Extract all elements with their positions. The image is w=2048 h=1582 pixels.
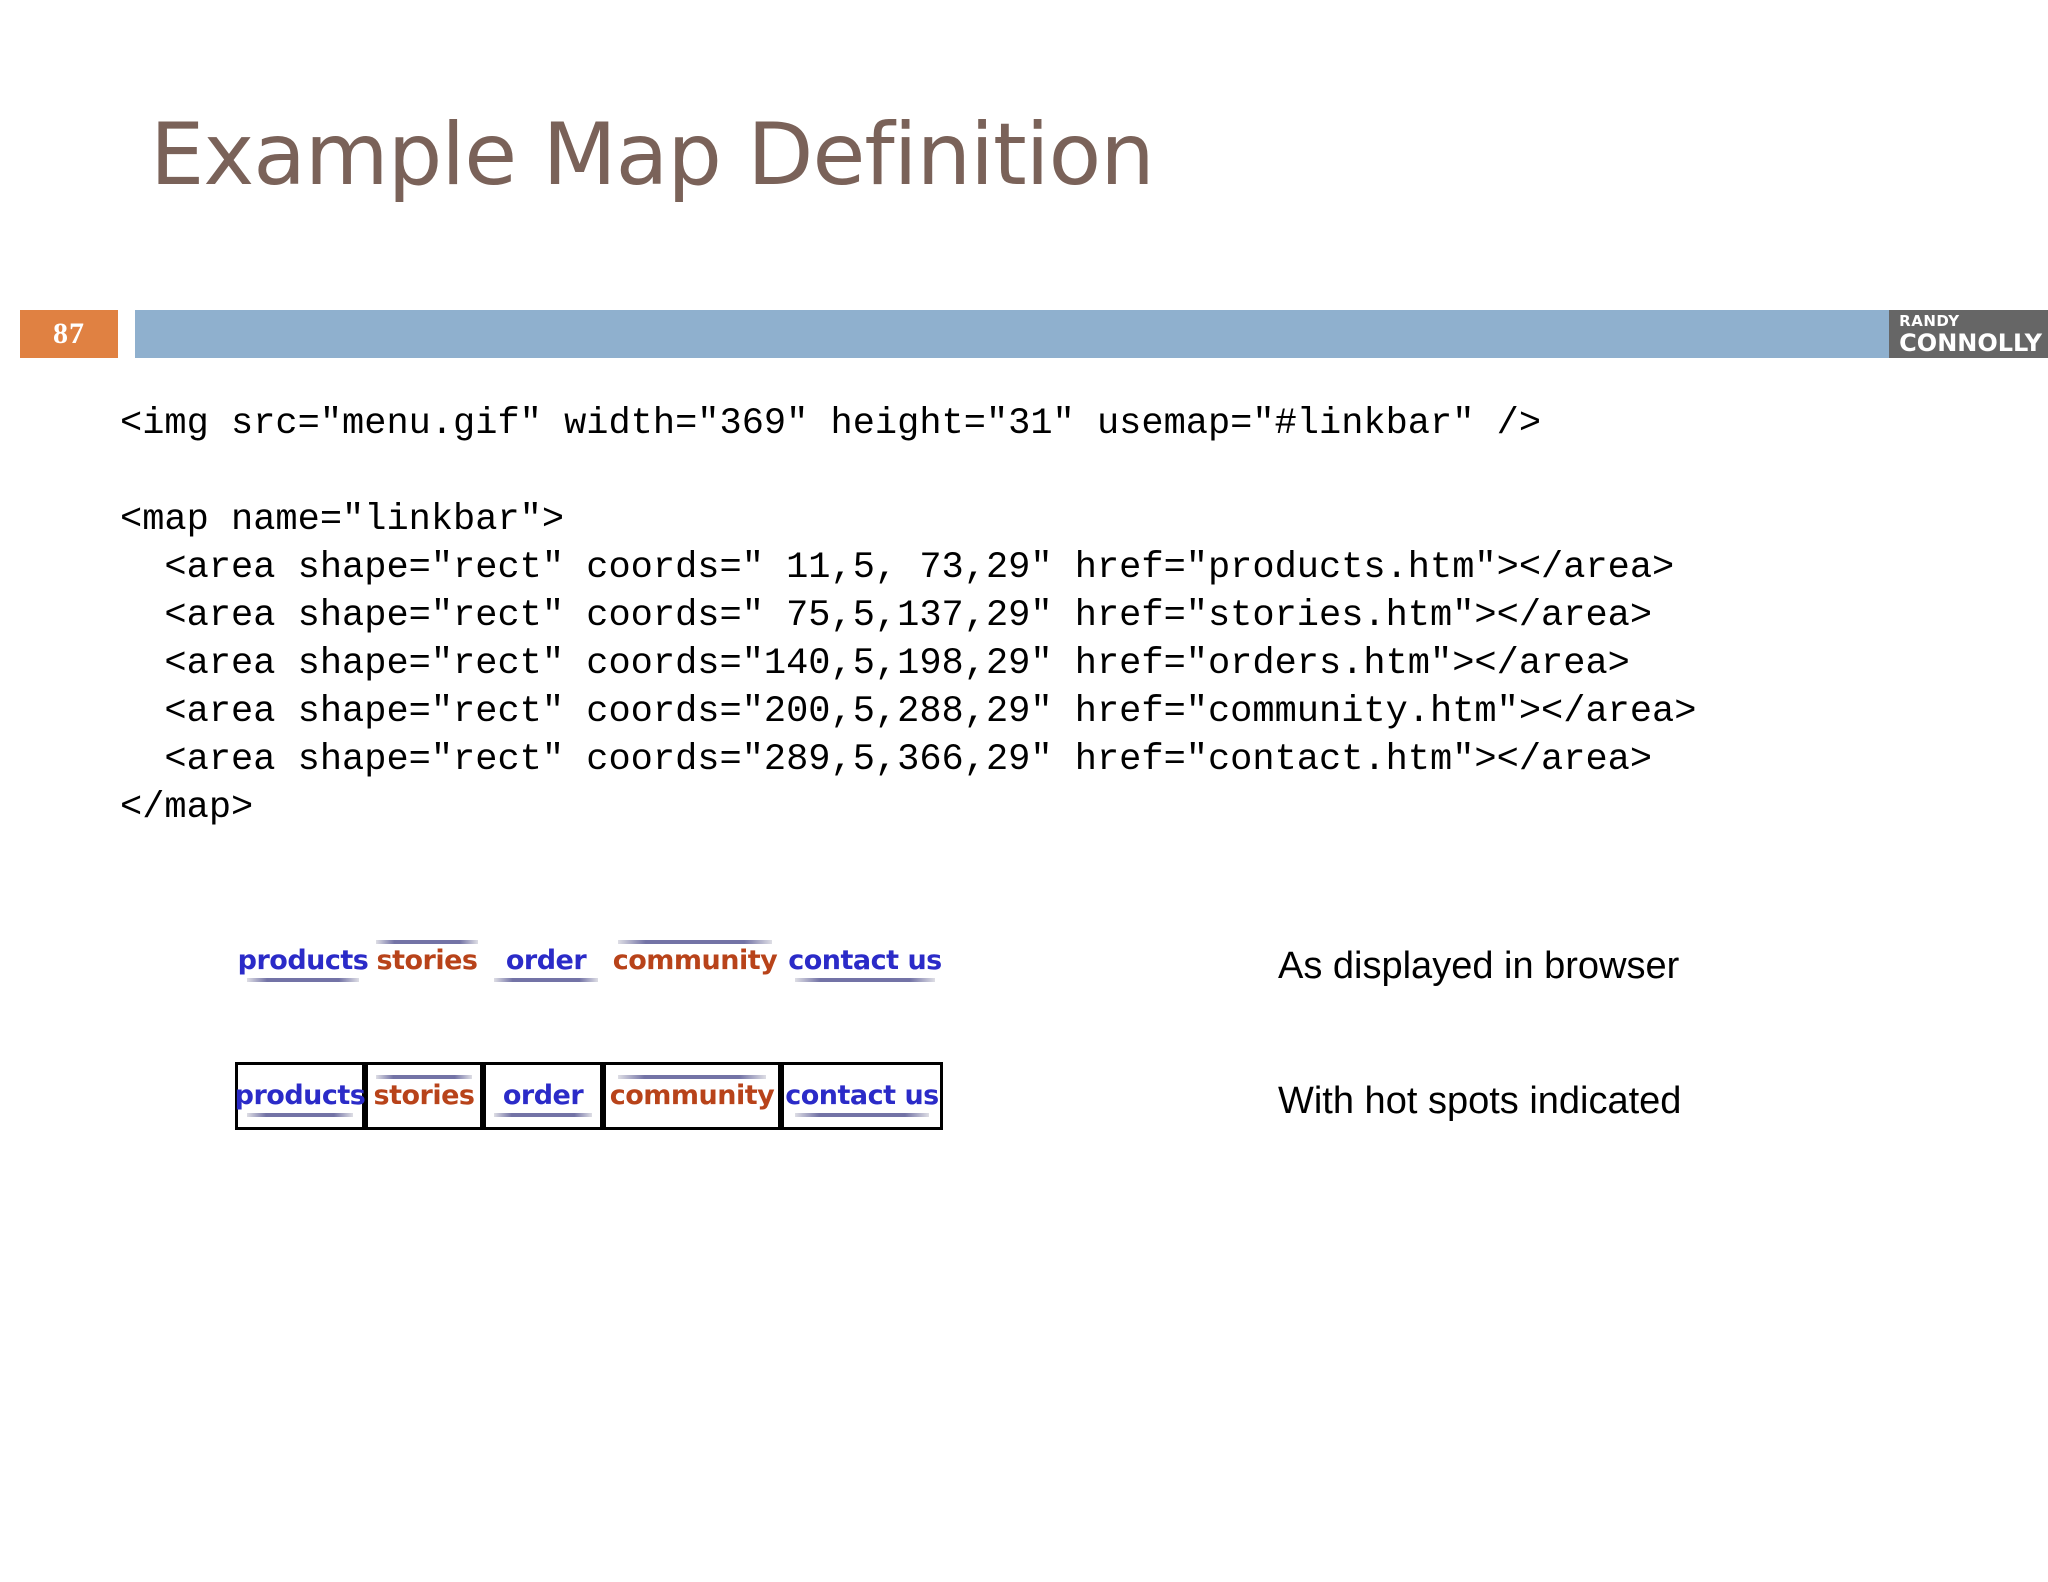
code-line: <area shape="rect" coords=" 11,5, 73,29"… (120, 547, 1675, 589)
menu-link-label: order (505, 945, 587, 976)
annotation-with-hot-spots-indicated: With hot spots indicated (1278, 1080, 1682, 1122)
menu-link-contact-us[interactable]: contact us (784, 930, 946, 992)
menu-link-label: products (237, 945, 369, 976)
menu-link-label: contact us (785, 1080, 939, 1111)
menu-rule-bottom (794, 1113, 930, 1117)
menu-link-label: stories (376, 945, 478, 976)
menu-link-label: products (234, 1080, 366, 1111)
brand-logo: RANDY CONNOLLY (1889, 310, 2048, 358)
menu-rule-bottom (246, 1113, 354, 1117)
slide-header-band: 87 RANDY CONNOLLY (0, 310, 2048, 358)
annotation-as-displayed-in-browser: As displayed in browser (1278, 945, 1680, 987)
code-line: <map name="linkbar"> (120, 499, 565, 541)
page-title: Example Map Definition (150, 105, 1155, 205)
menu-link-order[interactable]: order (483, 1062, 603, 1130)
menu-link-stories[interactable]: stories (365, 1062, 483, 1130)
menu-link-label: community (612, 945, 778, 976)
header-accent-bar: RANDY CONNOLLY (135, 310, 2048, 358)
code-line: <img src="menu.gif" width="369" height="… (120, 403, 1542, 445)
menu-rule-top (375, 1075, 473, 1079)
menu-rule-bottom (494, 978, 598, 982)
brand-logo-line-2: CONNOLLY (1899, 328, 2042, 357)
code-line: <area shape="rect" coords="140,5,198,29"… (120, 643, 1630, 685)
menu-link-contact-us[interactable]: contact us (781, 1062, 943, 1130)
menu-rule-top (376, 940, 478, 944)
menu-link-label: community (609, 1080, 775, 1111)
menu-rule-bottom (795, 978, 935, 982)
menu-link-products[interactable]: products (238, 930, 369, 992)
menu-link-community[interactable]: community (606, 930, 784, 992)
brand-logo-line-1: RANDY (1899, 311, 1960, 330)
menu-link-products[interactable]: products (235, 1062, 366, 1130)
code-line: </map> (120, 787, 254, 829)
code-block: <img src="menu.gif" width="369" height="… (120, 400, 1696, 832)
menu-link-community[interactable]: community (603, 1062, 781, 1130)
code-line: <area shape="rect" coords="200,5,288,29"… (120, 691, 1697, 733)
menu-rule-bottom (493, 1113, 593, 1117)
menu-rule-top (618, 940, 772, 944)
code-line (120, 448, 1696, 496)
page-number-badge: 87 (20, 310, 118, 358)
menu-link-label: stories (373, 1080, 475, 1111)
code-line: <area shape="rect" coords=" 75,5,137,29"… (120, 595, 1653, 637)
menu-link-order[interactable]: order (486, 930, 606, 992)
menu-link-label: contact us (788, 945, 942, 976)
menu-link-label: order (502, 1080, 584, 1111)
menu-rule-top (618, 1075, 766, 1079)
menu-rule-bottom (247, 978, 359, 982)
menu-link-stories[interactable]: stories (368, 930, 486, 992)
code-line: <area shape="rect" coords="289,5,366,29"… (120, 739, 1653, 781)
